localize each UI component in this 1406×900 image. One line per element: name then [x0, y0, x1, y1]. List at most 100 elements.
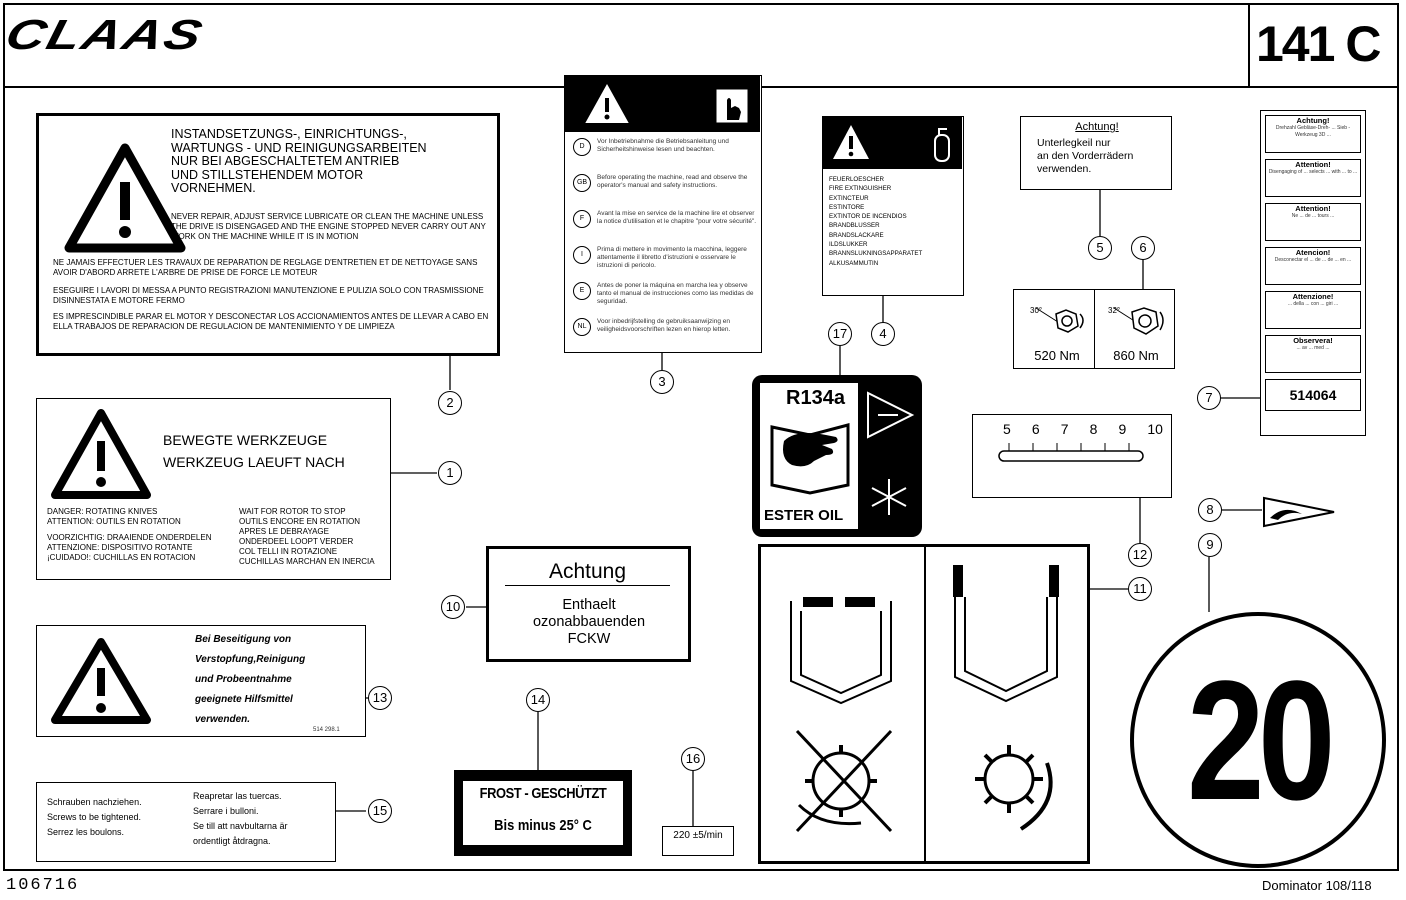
- manual-text: Vor Inbetriebnahme die Betriebsanleitung…: [597, 138, 729, 153]
- callout-3: 3: [650, 370, 674, 394]
- torque-left-angle: 30°: [1030, 306, 1043, 315]
- maintenance-text-es: ES IMPRESCINDIBLE PARAR EL MOTOR Y DESCO…: [53, 312, 489, 331]
- torque-divider: [1094, 290, 1096, 368]
- maintenance-text-en: NEVER REPAIR, ADJUST SERVICE LUBRICATE O…: [171, 212, 486, 241]
- callout-11: 11: [1128, 577, 1152, 601]
- refrigerant-name: R134a: [786, 387, 845, 409]
- label-16-rpm: 220 ±5/min: [662, 826, 734, 856]
- scale-bar: [998, 443, 1144, 462]
- fire-extinguisher-icon: [934, 128, 950, 162]
- frost-panel: [463, 781, 623, 845]
- manual-text: Prima di mettere in movimento la macchin…: [597, 246, 747, 269]
- callout-7: 7: [1197, 386, 1221, 410]
- scale-numbers: 5 6 7 8 9 10: [1003, 421, 1163, 437]
- cfc-text: Enthaelt ozonabbauenden FCKW: [532, 597, 646, 647]
- tighten-left-text: Schrauben nachziehen. Screws to be tight…: [47, 797, 142, 837]
- callout-1: 1: [438, 461, 462, 485]
- warning-triangle-icon: [51, 638, 151, 724]
- model-number: 141 C: [1256, 16, 1381, 72]
- warning-triangle-icon: [585, 83, 629, 123]
- snowflake-icon: [871, 479, 907, 515]
- torque-right-value: 860 Nm: [1113, 348, 1159, 363]
- label-14-frost-protected: FROST - GESCHÜTZT Bis minus 25° C: [454, 770, 632, 856]
- nut-left-icon: [1035, 307, 1084, 333]
- hand-book-icon: [716, 89, 748, 123]
- torque-right-angle: 32°: [1108, 306, 1121, 315]
- cfc-title: Achtung: [505, 559, 670, 586]
- rotation-icon: [975, 745, 1053, 831]
- label-7-multilingual-notice: Achtung! Drehzahl Gebläse-Dreh- ... Sieb…: [1260, 110, 1366, 436]
- label-4-fire-extinguisher: FEUERLOESCHER FIRE EXTINGUISHER EXTINCTE…: [822, 116, 964, 296]
- blockage-part-number: 514 298.1: [313, 727, 340, 733]
- manual-text: Before operating the machine, read and o…: [597, 174, 748, 189]
- rotating-right-text: WAIT FOR ROTOR TO STOP OUTILS ENCORE EN …: [239, 507, 375, 566]
- rotating-heading: BEWEGTE WERKZEUGE WERKZEUG LAEUFT NACH: [163, 432, 345, 470]
- manual-text: Avant la mise en service de la machine l…: [597, 210, 757, 225]
- warning-triangle-icon: [51, 409, 151, 499]
- no-rotation-icon: [795, 729, 893, 833]
- lang-badge: I: [573, 246, 591, 264]
- callout-6: 6: [1131, 236, 1155, 260]
- callout-17: 17: [828, 322, 852, 346]
- callout-5: 5: [1088, 236, 1112, 260]
- callout-14: 14: [526, 688, 550, 712]
- warning-triangle-icon: [64, 143, 186, 253]
- callout-2: 2: [438, 391, 462, 415]
- callout-4: 4: [871, 322, 895, 346]
- lang-badge: F: [573, 210, 591, 228]
- label-11-pictogram-panel: [758, 544, 1090, 864]
- label-3-read-manual: D Vor Inbetriebnahme die Betriebsanleitun…: [564, 75, 762, 353]
- callout-13: 13: [368, 686, 392, 710]
- extinguisher-language-list: FEUERLOESCHER FIRE EXTINGUISHER EXTINCTE…: [829, 176, 923, 267]
- manual-text: Voor inbedrijfstelling de gebruiksaanwij…: [597, 318, 731, 333]
- callout-12: 12: [1128, 543, 1152, 567]
- label-15-tighten-screws: Schrauben nachziehen. Screws to be tight…: [36, 782, 336, 862]
- maintenance-text-fr: NE JAMAIS EFFECTUER LES TRAVAUX DE REPAR…: [53, 258, 478, 277]
- label-13-blockage-warning: Bei Beseitigung von Verstopfung,Reinigun…: [36, 625, 366, 737]
- callout-9: 9: [1198, 533, 1222, 557]
- nut-right-icon: [1113, 307, 1164, 335]
- torque-left-value: 520 Nm: [1034, 348, 1080, 363]
- lang-badge: NL: [573, 318, 591, 336]
- notice-part-number: 514064: [1265, 379, 1361, 411]
- label-8-direction-arrow: [1263, 496, 1335, 528]
- maintenance-text-it: ESEGUIRE I LAVORI DI MESSA A PUNTO REGIS…: [53, 286, 484, 305]
- manual-language-list: D Vor Inbetriebnahme die Betriebsanleitun…: [573, 138, 759, 354]
- label-9-speed-limit: 20: [1130, 612, 1386, 868]
- label-6-torque: 30° 520 Nm 32° 860 Nm: [1013, 289, 1175, 369]
- manual-text: Antes de poner la máquina en marcha lea …: [597, 282, 754, 305]
- warning-triangle-icon: [833, 125, 869, 159]
- drawing-frame: [3, 3, 1399, 871]
- lang-badge: D: [573, 138, 591, 156]
- notice-sections: Achtung! Drehzahl Gebläse-Dreh- ... Sieb…: [1265, 115, 1361, 411]
- maintenance-heading: INSTANDSETZUNGS-, EINRICHTUNGS-, WARTUNG…: [171, 127, 427, 195]
- rotating-left-text: DANGER: ROTATING KNIVES ATTENTION: OUTIL…: [47, 507, 212, 562]
- callout-8: 8: [1198, 498, 1222, 522]
- lang-badge: GB: [573, 174, 591, 192]
- callout-15: 15: [368, 799, 392, 823]
- footer-model: Dominator 108/118: [1262, 878, 1372, 893]
- warning-triangle-icon: [867, 391, 915, 439]
- label-2-maintenance-warning: INSTANDSETZUNGS-, EINRICHTUNGS-, WARTUNG…: [36, 113, 500, 356]
- rpm-value: 220 ±5/min: [673, 830, 723, 841]
- chock-title: Achtung!: [1075, 121, 1119, 133]
- frost-line-1: FROST - GESCHÜTZT: [479, 785, 607, 802]
- lang-badge: E: [573, 282, 591, 300]
- basket-empty-icon: [790, 597, 892, 705]
- label-1-rotating-tools: BEWEGTE WERKZEUGE WERKZEUG LAEUFT NACH D…: [36, 398, 391, 580]
- doc-number: 106716: [6, 876, 80, 895]
- blockage-text: Bei Beseitigung von Verstopfung,Reinigun…: [195, 634, 306, 725]
- basket-full-icon: [953, 565, 1059, 703]
- oil-type: ESTER OIL: [764, 507, 844, 524]
- label-5-wheel-chock: Achtung! Unterlegkeil nur an den Vorderr…: [1020, 116, 1172, 190]
- speed-value: 20: [1187, 646, 1335, 836]
- label-12-scale: 5 6 7 8 9 10: [972, 414, 1172, 498]
- label-10-cfc-warning: Achtung Enthaelt ozonabbauenden FCKW: [486, 546, 691, 662]
- hand-book-icon: [770, 423, 850, 495]
- frost-line-2: Bis minus 25° C: [494, 817, 592, 834]
- tighten-right-text: Reapretar las tuercas. Serrare i bulloni…: [193, 791, 288, 846]
- chock-text: Unterlegkeil nur an den Vorderrädern ver…: [1037, 137, 1134, 175]
- header-divider: [1248, 3, 1250, 87]
- callout-10: 10: [441, 595, 465, 619]
- panel-divider: [924, 547, 926, 861]
